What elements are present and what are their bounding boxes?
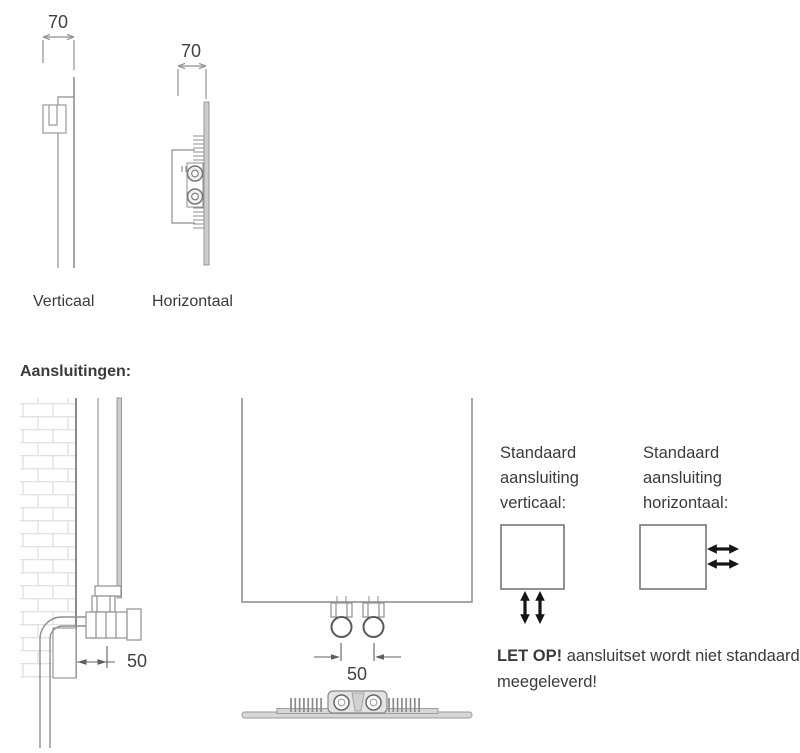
union-nuts bbox=[330, 602, 385, 618]
valve-assembly bbox=[85, 585, 142, 641]
vertical-mount-figure bbox=[42, 33, 75, 268]
caption-verticaal: Verticaal bbox=[33, 293, 95, 310]
radiator-panel-section bbox=[203, 101, 210, 266]
radiator-outline bbox=[241, 398, 473, 603]
wall-connection-figure bbox=[20, 397, 142, 748]
dimension-50-wall-label: 50 bbox=[127, 651, 148, 671]
front-view-figure bbox=[241, 398, 473, 719]
dimension-70-horizontal bbox=[177, 62, 207, 99]
horizontal-flow-arrows bbox=[707, 544, 739, 569]
section-heading-aansluitingen: Aansluitingen: bbox=[20, 363, 132, 380]
dimension-70-horizontal-label: 70 bbox=[180, 41, 202, 61]
radiator-symbol-vertical bbox=[500, 524, 565, 590]
supply-pipe bbox=[39, 616, 86, 748]
horizontal-mount-figure bbox=[171, 62, 210, 266]
standard-vertical-line1: Standaard bbox=[500, 444, 577, 462]
mounting-bracket-outline bbox=[171, 149, 195, 224]
dimension-70-vertical bbox=[42, 33, 75, 70]
dimension-50-front-label: 50 bbox=[346, 664, 368, 684]
collector-tube-line bbox=[57, 96, 74, 268]
fins-right-section bbox=[388, 698, 420, 712]
standard-horizontal-line1: Standaard bbox=[643, 444, 720, 462]
connection-tubes bbox=[186, 165, 204, 205]
fins-left-section bbox=[290, 698, 322, 712]
dimension-50-front bbox=[314, 643, 401, 661]
standard-vertical-line3: verticaal: bbox=[500, 494, 567, 512]
connection-pipes-front bbox=[330, 616, 385, 638]
standard-vertical-text: Standaard aansluiting verticaal: bbox=[500, 441, 579, 516]
standard-horizontal-line3: horizontaal: bbox=[643, 494, 729, 512]
dimension-50-wall bbox=[77, 646, 115, 668]
wall-bracket bbox=[42, 104, 67, 134]
connection-stubs bbox=[336, 596, 379, 602]
console-bracket bbox=[52, 627, 77, 679]
warning-note: LET OP! aansluitset wordt niet standaard… bbox=[497, 643, 800, 695]
vertical-flow-arrows bbox=[520, 591, 545, 624]
warning-note-rest: aansluitset wordt niet standaard meegele… bbox=[497, 647, 800, 691]
standard-horizontal-text: Standaard aansluiting horizontaal: bbox=[643, 441, 728, 516]
standard-horizontal-line2: aansluiting bbox=[643, 469, 722, 487]
caption-horizontaal: Horizontaal bbox=[152, 293, 233, 310]
radiator-symbol-horizontal bbox=[639, 524, 707, 590]
standard-horizontal-pictogram bbox=[639, 524, 739, 590]
fins-upper bbox=[193, 135, 204, 165]
standard-vertical-line2: aansluiting bbox=[500, 469, 579, 487]
dimension-70-vertical-label: 70 bbox=[47, 12, 69, 32]
radiator-panel-side bbox=[116, 397, 122, 599]
warning-note-bold: LET OP! bbox=[497, 647, 563, 665]
housing-spacer bbox=[351, 692, 365, 712]
floor-section bbox=[241, 690, 473, 719]
section-pipes bbox=[333, 694, 382, 711]
standard-vertical-pictogram bbox=[500, 524, 565, 624]
